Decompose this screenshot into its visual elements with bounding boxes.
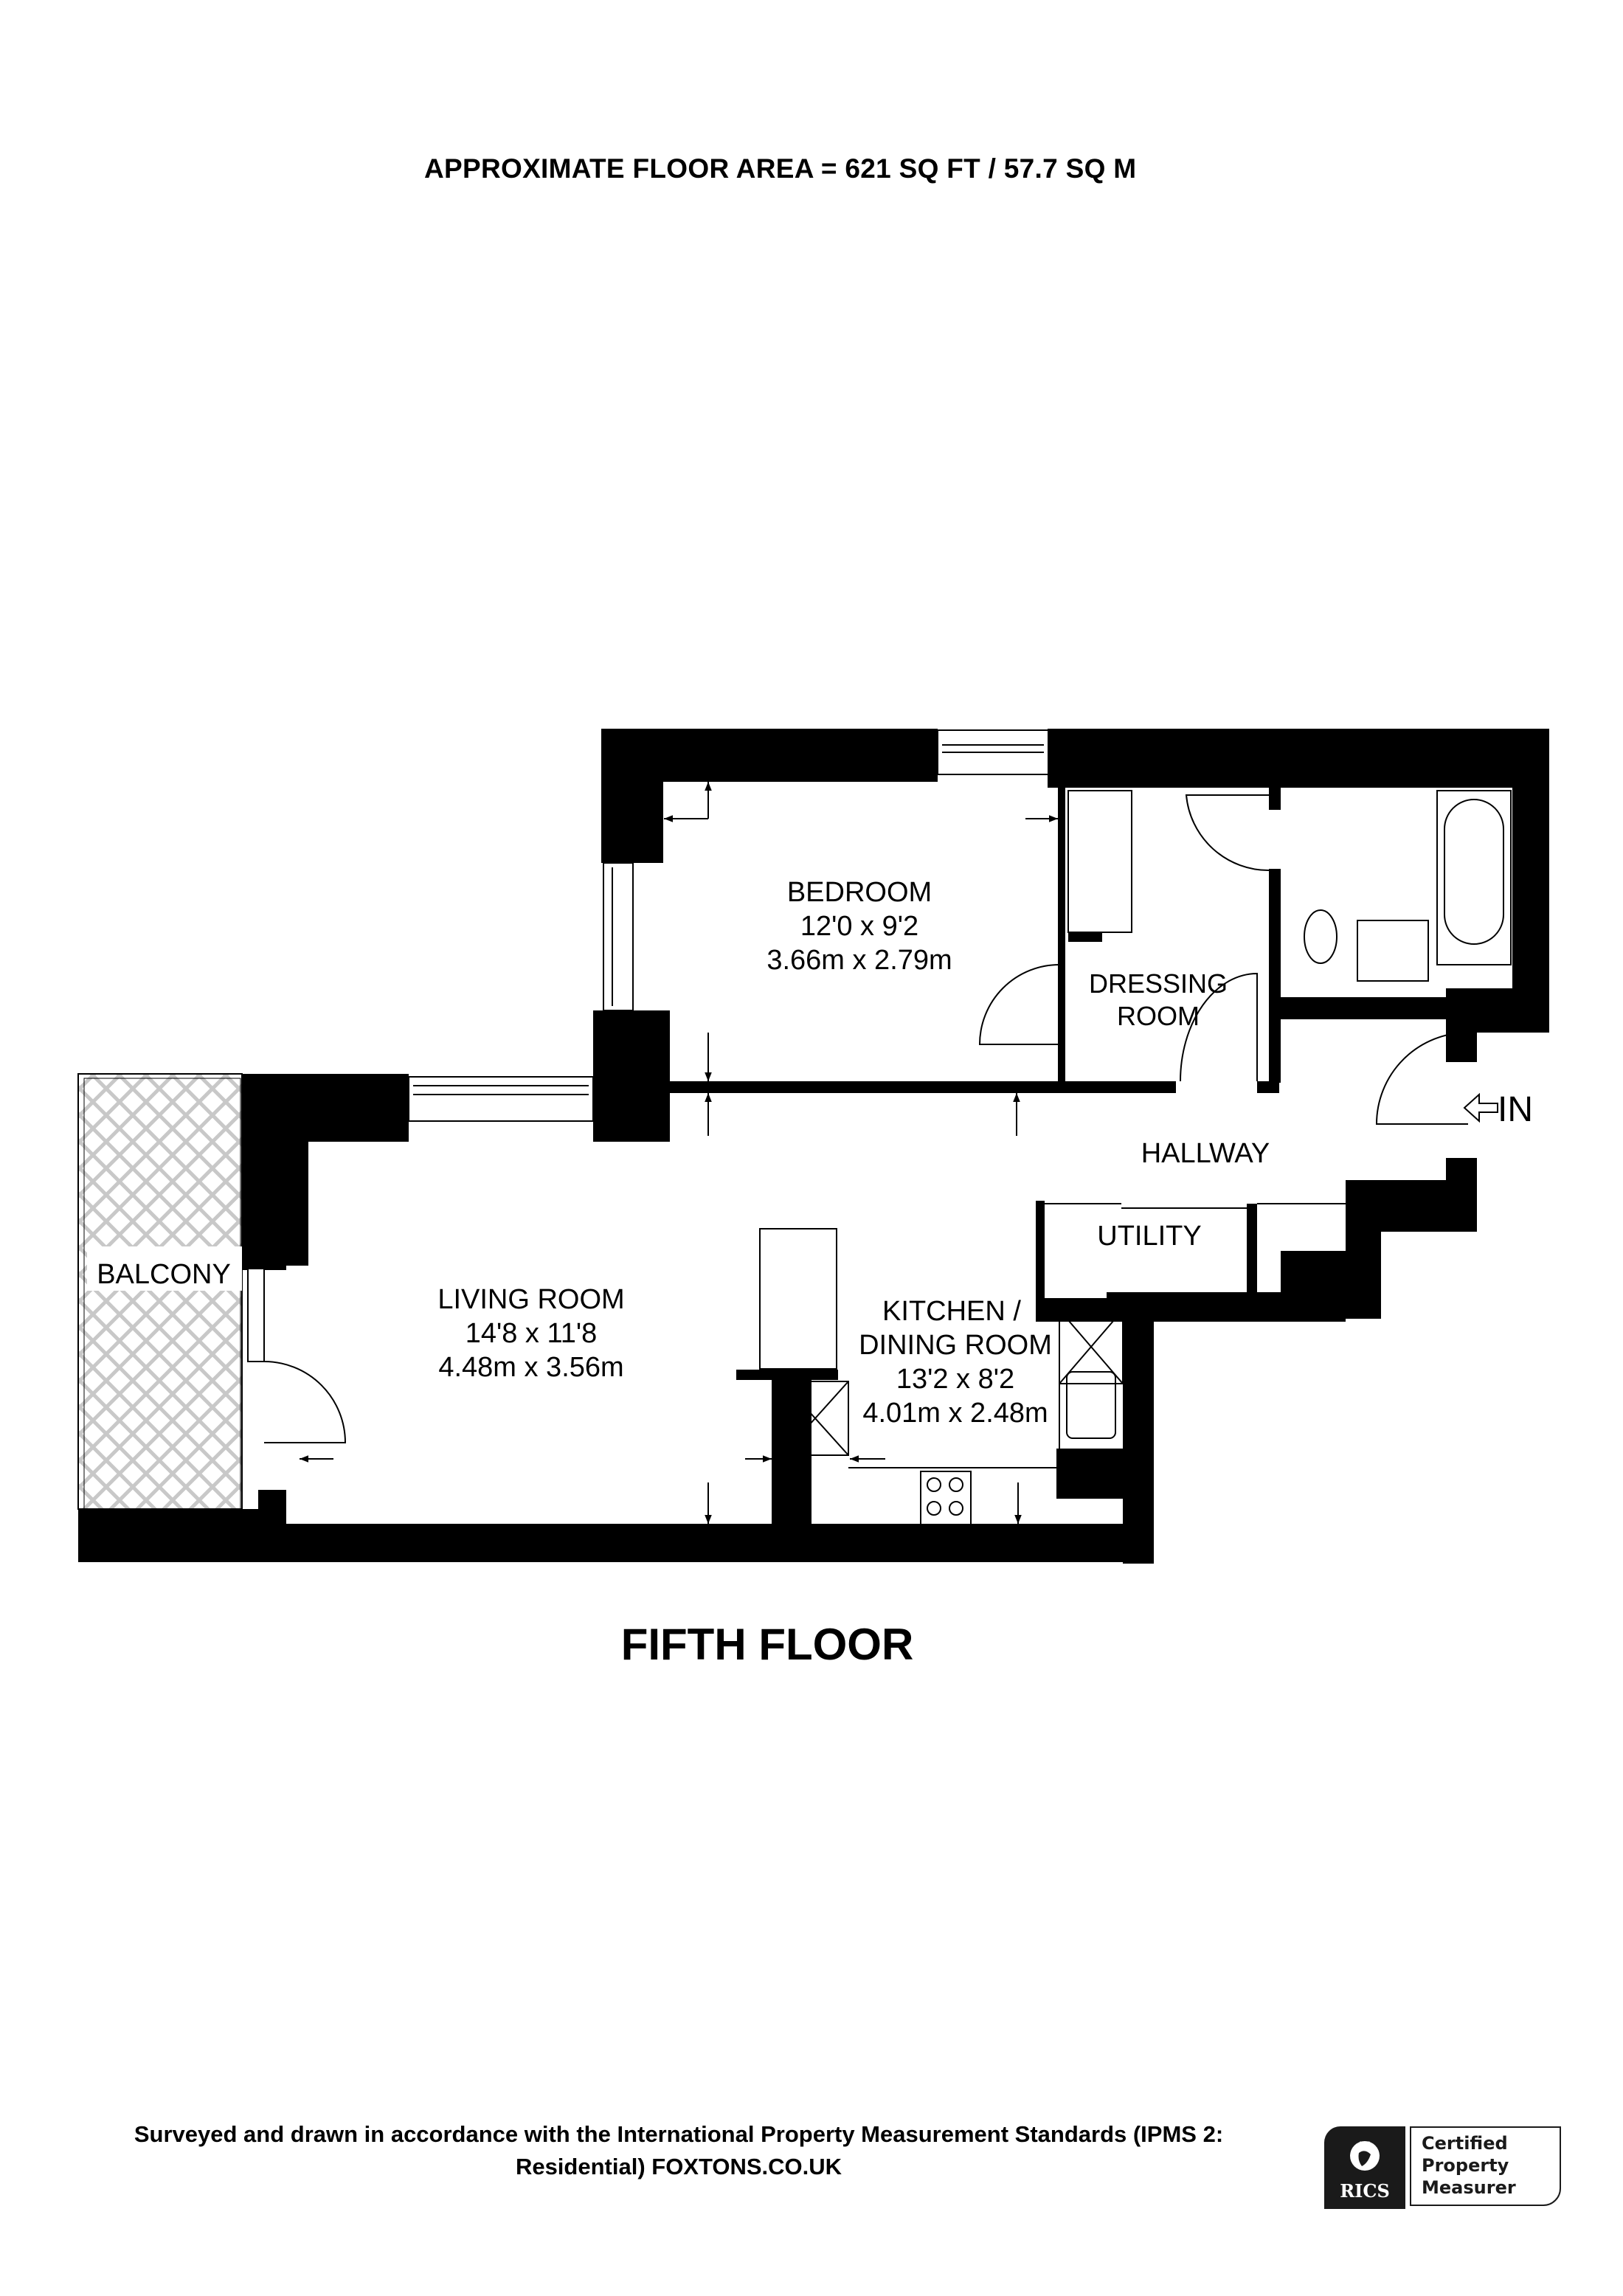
rics-certified-badge: RICS Certified Property Measurer xyxy=(1324,2126,1564,2209)
entrance-arrow-icon xyxy=(1463,1092,1498,1123)
room-name-line2: DINING ROOM xyxy=(859,1330,1052,1361)
windows xyxy=(247,729,1049,1362)
approximate-floor-area-title: APPROXIMATE FLOOR AREA = 621 SQ FT / 57.… xyxy=(424,153,1137,184)
badge-line3: Measurer xyxy=(1422,2177,1516,2198)
footer-line2: Residential) FOXTONS.CO.UK xyxy=(515,2154,842,2179)
rics-logo: RICS xyxy=(1324,2126,1405,2209)
room-kitchen-dining: KITCHEN / DINING ROOM 13'2 x 8'2 4.01m x… xyxy=(859,1296,1052,1429)
room-bedroom: BEDROOM 12'0 x 9'2 3.66m x 2.79m xyxy=(766,877,952,976)
room-name-line2: ROOM xyxy=(1117,1001,1200,1031)
room-imperial: 12'0 x 9'2 xyxy=(800,911,918,942)
lion-icon xyxy=(1350,2141,1380,2171)
room-dressing: DRESSING ROOM xyxy=(1089,968,1228,1031)
room-utility: UTILITY xyxy=(1097,1221,1201,1252)
room-metric: 3.66m x 2.79m xyxy=(766,945,952,976)
badge-line1: Certified xyxy=(1422,2133,1508,2154)
room-metric: 4.48m x 3.56m xyxy=(438,1352,623,1383)
entrance-label: IN xyxy=(1498,1090,1533,1129)
room-balcony: BALCONY xyxy=(97,1259,231,1290)
footer-disclaimer: Surveyed and drawn in accordance with th… xyxy=(44,2118,1313,2183)
room-name: LIVING ROOM xyxy=(437,1284,624,1315)
fixtures xyxy=(759,790,1512,1525)
dimension-arrows xyxy=(300,782,1123,1524)
room-metric: 4.01m x 2.48m xyxy=(862,1398,1048,1429)
certified-property-measurer: Certified Property Measurer xyxy=(1410,2126,1561,2206)
room-hallway: HALLWAY xyxy=(1141,1138,1270,1169)
room-name-line1: KITCHEN / xyxy=(882,1296,1021,1327)
rics-wordmark: RICS xyxy=(1340,2180,1390,2202)
doors xyxy=(263,794,1469,1443)
balcony xyxy=(77,1073,243,1510)
room-imperial: 14'8 x 11'8 xyxy=(466,1318,598,1349)
room-name-line1: DRESSING xyxy=(1089,968,1228,999)
floor-label: FIFTH FLOOR xyxy=(620,1620,914,1669)
room-imperial: 13'2 x 8'2 xyxy=(896,1364,1014,1395)
walls xyxy=(78,729,1549,1564)
room-name: BEDROOM xyxy=(787,877,932,908)
room-living: LIVING ROOM 14'8 x 11'8 4.48m x 3.56m xyxy=(437,1284,624,1383)
footer-line1: Surveyed and drawn in accordance with th… xyxy=(134,2121,1224,2147)
badge-line2: Property xyxy=(1422,2155,1509,2176)
